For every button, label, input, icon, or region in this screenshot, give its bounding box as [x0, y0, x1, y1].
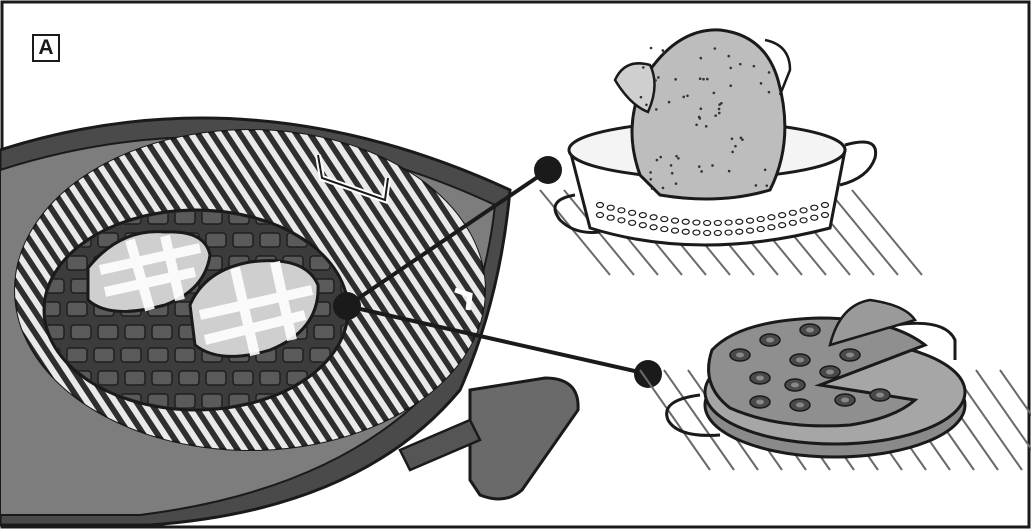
panel-label: A [32, 34, 60, 62]
grill-handle [468, 376, 580, 501]
callout-dot-source [333, 292, 361, 320]
pizza-toppings [729, 323, 891, 412]
roaster-handle-left [553, 193, 601, 234]
callout-dot-pizza [634, 360, 662, 388]
handle-bracket [398, 418, 482, 472]
kettle-grill-icon [0, 116, 580, 527]
steak-1 [86, 230, 212, 313]
chicken-roaster-icon [539, 28, 923, 276]
roaster-handle-right [839, 140, 878, 187]
chicken-seasoning [639, 46, 771, 190]
grate-handle-top-outline [317, 154, 389, 202]
grate-handle-right [454, 287, 473, 311]
callout-dot-roaster [534, 156, 562, 184]
chicken-back [764, 38, 792, 96]
chicken-wing [613, 62, 656, 114]
callout-lines [333, 156, 662, 388]
stone-handle-left [665, 393, 721, 437]
pizza-slice [828, 298, 917, 347]
pizza-stone-icon [639, 298, 1031, 471]
steak-2 [188, 259, 320, 358]
roaster-holes [595, 201, 830, 237]
